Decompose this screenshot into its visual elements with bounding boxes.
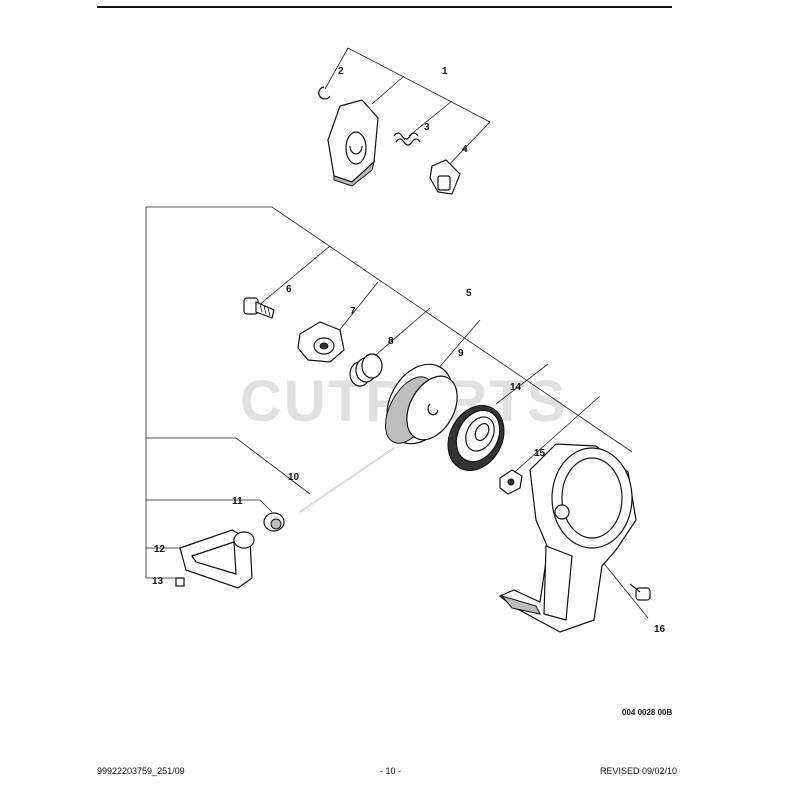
callout-4: 4 — [462, 144, 468, 155]
starter-housing-part — [498, 443, 637, 633]
recoil-spring-part — [447, 405, 505, 471]
e-clip-part — [318, 86, 331, 100]
footer-document-number: 99922203759_251/09 — [97, 766, 185, 776]
callout-14: 14 — [510, 382, 522, 393]
callout-labels: 1 2 3 4 5 6 7 8 9 10 11 12 13 14 15 16 — [152, 66, 666, 635]
callout-6: 6 — [286, 284, 292, 295]
starter-rope-part — [299, 447, 395, 513]
starter-handle-part — [179, 529, 255, 589]
bolt-part — [243, 297, 275, 319]
callout-8: 8 — [388, 336, 394, 347]
callout-1: 1 — [442, 66, 448, 77]
callout-5: 5 — [466, 288, 472, 299]
coil-spring-part — [349, 353, 383, 387]
callout-7: 7 — [350, 306, 356, 317]
callout-11: 11 — [232, 496, 243, 507]
top-rule — [97, 6, 672, 8]
callout-13: 13 — [152, 576, 164, 587]
ratchet-pawl-part — [327, 99, 379, 187]
callout-10: 10 — [288, 472, 300, 483]
small-spring-part — [393, 132, 421, 146]
callout-15: 15 — [534, 448, 546, 459]
rope-clip-part — [175, 577, 185, 587]
rope-pulley-part — [385, 363, 458, 445]
footer-page-number: - 10 - — [380, 766, 402, 776]
pin-part — [429, 159, 461, 195]
hub-part — [297, 321, 345, 363]
nut-part — [499, 469, 523, 495]
drawing-reference-code: 004 0028 00B — [622, 708, 673, 717]
callout-12: 12 — [154, 544, 166, 555]
rope-guide-part — [263, 512, 285, 532]
callout-3: 3 — [424, 122, 430, 133]
callout-9: 9 — [458, 348, 464, 359]
footer-revision-date: REVISED 09/02/10 — [600, 766, 678, 776]
screw-part — [629, 583, 651, 601]
callout-2: 2 — [338, 66, 344, 77]
callout-16: 16 — [654, 624, 666, 635]
